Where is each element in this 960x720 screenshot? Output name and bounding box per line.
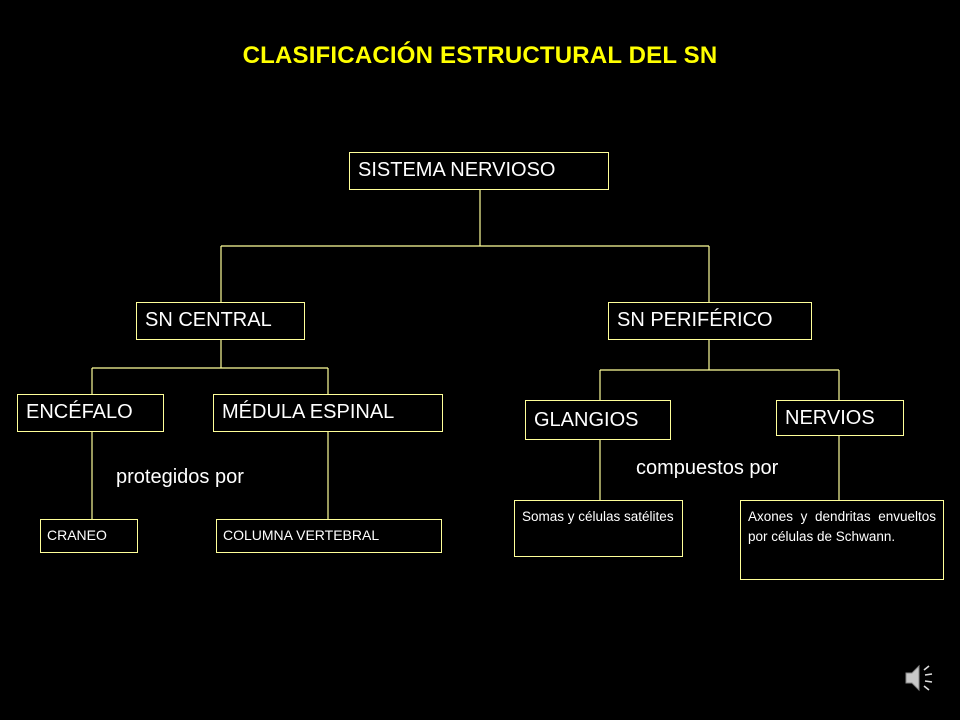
node-nervios: NERVIOS xyxy=(776,400,904,436)
speaker-icon[interactable] xyxy=(902,660,938,696)
node-sn-periferico: SN PERIFÉRICO xyxy=(608,302,812,340)
node-encefalo: ENCÉFALO xyxy=(17,394,164,432)
label-protegidos-por: protegidos por xyxy=(116,466,244,488)
node-sistema-nervioso: SISTEMA NERVIOSO xyxy=(349,152,609,190)
diagram-title: CLASIFICACIÓN ESTRUCTURAL DEL SN xyxy=(242,42,718,69)
node-sn-central: SN CENTRAL xyxy=(136,302,305,340)
node-axones: Axones y dendritas envueltos por células… xyxy=(740,500,944,580)
node-craneo: CRANEO xyxy=(40,519,138,553)
node-columna-vertebral: COLUMNA VERTEBRAL xyxy=(216,519,442,553)
label-compuestos-por: compuestos por xyxy=(636,457,779,479)
node-glangios: GLANGIOS xyxy=(525,400,671,440)
node-medula-espinal: MÉDULA ESPINAL xyxy=(213,394,443,432)
node-somas: Somas y células satélites xyxy=(514,500,683,557)
